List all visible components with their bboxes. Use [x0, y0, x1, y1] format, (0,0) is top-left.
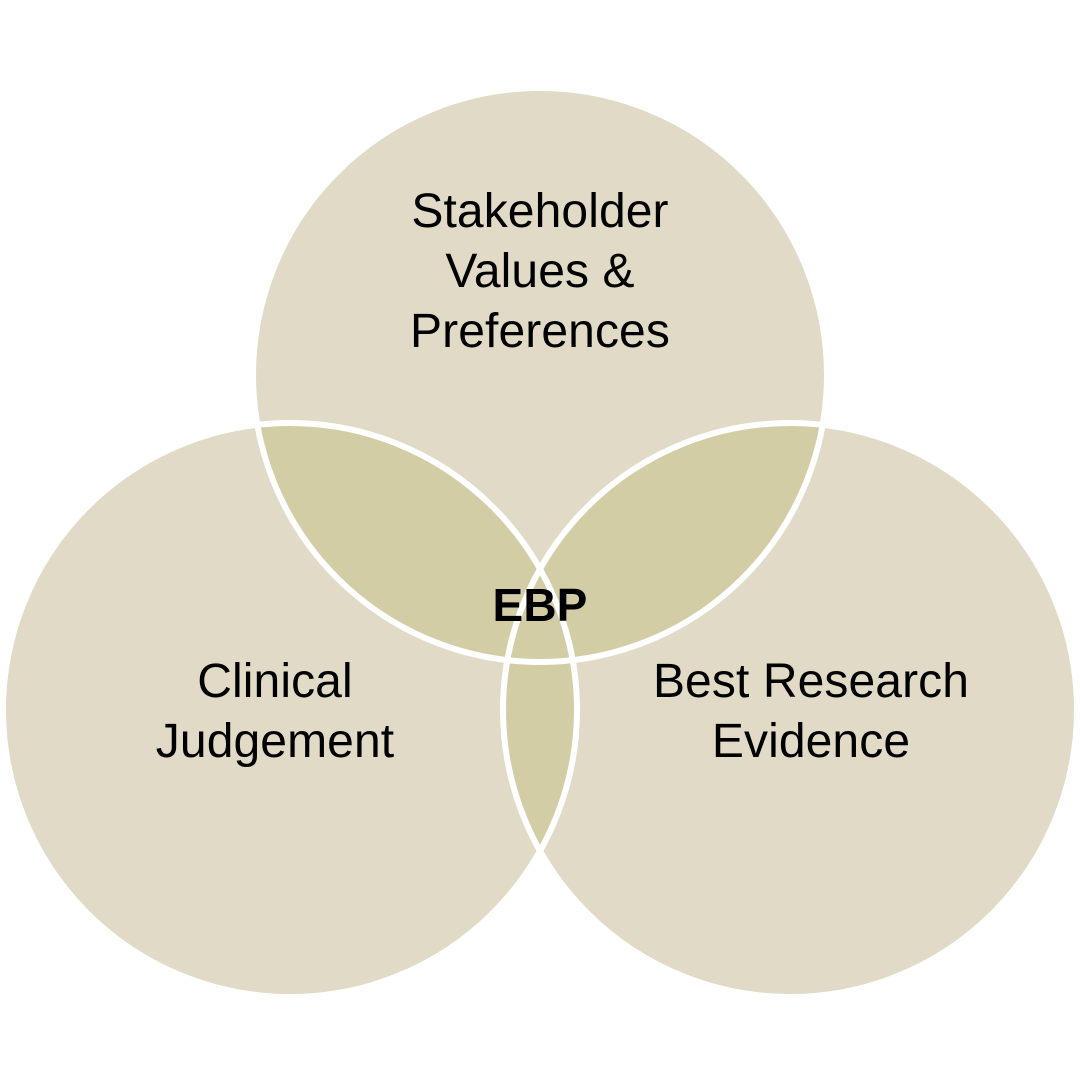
label-stakeholder-values-preferences: Stakeholder Values & Preferences [410, 185, 670, 358]
label-best-research-evidence: Best Research Evidence [652, 655, 970, 768]
circle-outline-research [500, 420, 1080, 1000]
circle-outline-stakeholder [250, 85, 830, 665]
overlap-top-right-group [503, 423, 827, 662]
overlap-stakeholder-clinical [253, 423, 577, 662]
label-ebp: EBP [492, 579, 588, 631]
overlap-top-left-group [253, 423, 577, 662]
label-clinical-judgement: Clinical Judgement [155, 655, 395, 768]
overlap-stakeholder-research [503, 423, 827, 662]
circle-outline-clinical [0, 420, 580, 1000]
